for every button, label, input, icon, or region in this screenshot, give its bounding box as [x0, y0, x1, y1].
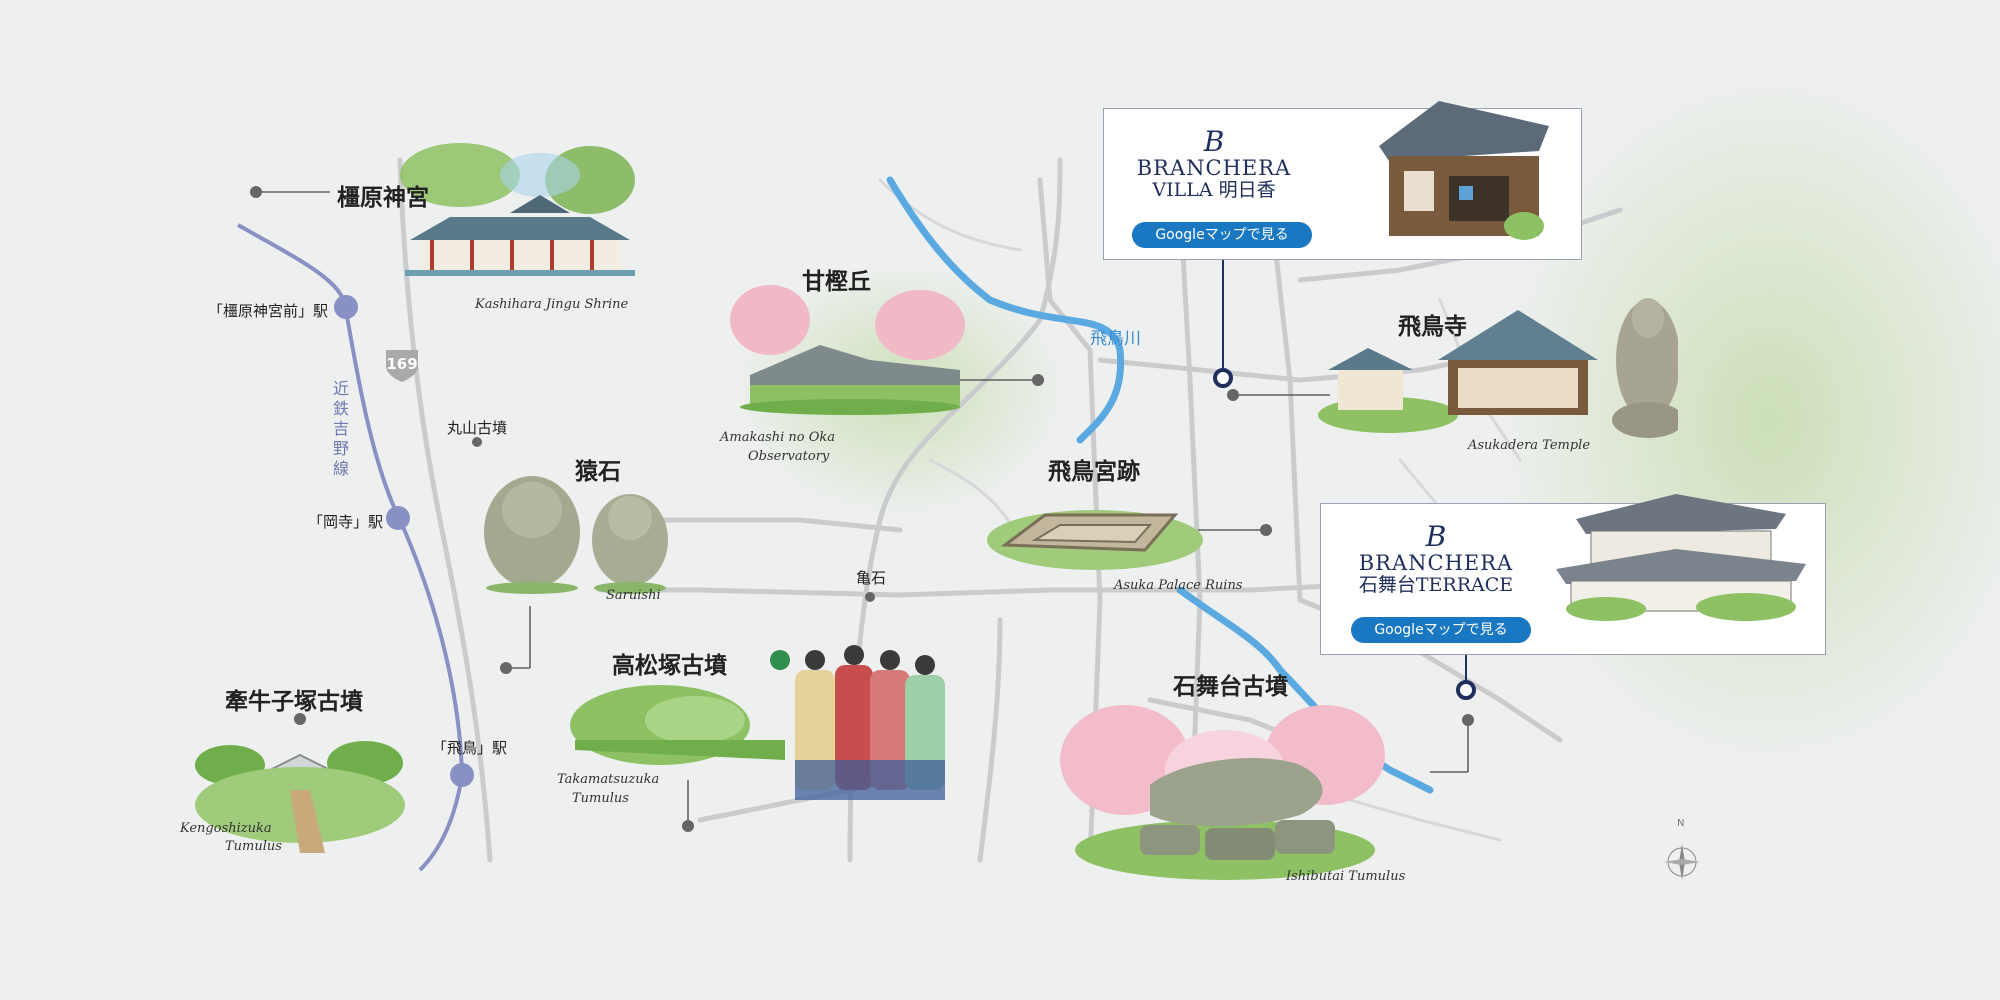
- label-asuka-palace: 飛鳥宮跡: [1048, 459, 1140, 485]
- kashihara-jingu-illustration: [400, 143, 635, 276]
- caption-kengoshizuka-1: Kengoshizuka: [180, 821, 272, 836]
- amakashi-illustration: [730, 285, 965, 415]
- label-amakashi: 甘樫丘: [802, 269, 871, 295]
- station-okadera-marker: [386, 506, 410, 530]
- villa-google-maps-button[interactable]: Googleマップで見る: [1132, 222, 1312, 248]
- caption-takamatsuzuka-1: Takamatsuzuka: [557, 772, 660, 787]
- ishibutai-illustration: [1060, 705, 1385, 880]
- label-asuka-river: 飛鳥川: [1090, 329, 1141, 349]
- hotel-card-villa: B BRANCHERA VILLA 明日香 Googleマップで見る: [1103, 101, 1582, 260]
- label-ishibutai: 石舞台古墳: [1173, 674, 1288, 700]
- caption-amakashi-2: Observatory: [748, 449, 830, 464]
- label-kashihara-jingu: 橿原神宮: [337, 185, 429, 211]
- caption-ishibutai: Ishibutai Tumulus: [1286, 869, 1406, 884]
- hotel-villa-marker: [1213, 368, 1233, 388]
- label-kengoshizuka: 牽牛子塚古墳: [225, 689, 363, 715]
- compass-rose: [1664, 844, 1700, 880]
- label-kintetsu-line: 近鉄吉野線: [330, 380, 349, 480]
- label-saruishi: 猿石: [575, 459, 621, 485]
- asuka-river: [886, 176, 1434, 794]
- caption-asuka-palace: Asuka Palace Ruins: [1114, 578, 1243, 593]
- kengoshizuka-illustration: [195, 741, 405, 853]
- takamatsuzuka-illustration: [570, 645, 945, 800]
- asukadera-illustration: [1318, 298, 1678, 438]
- caption-amakashi-1: Amakashi no Oka: [720, 430, 836, 445]
- caption-saruishi: Saruishi: [606, 588, 661, 603]
- label-kameishi: 亀石: [856, 569, 887, 587]
- caption-kashihara-jingu: Kashihara Jingu Shrine: [475, 297, 629, 312]
- label-station-asuka: 「飛鳥」駅: [432, 739, 508, 757]
- branchera-terrace-logo: B BRANCHERA 石舞台TERRACE: [1358, 520, 1514, 597]
- terrace-house-illustration: [1556, 494, 1806, 621]
- hotel-card-terrace: B BRANCHERA 石舞台TERRACE Googleマップで見る: [1320, 494, 1826, 655]
- asuka-palace-illustration: [987, 510, 1203, 570]
- hotel-terrace-marker: [1456, 680, 1476, 700]
- villa-house-illustration: [1379, 101, 1549, 240]
- station-kashiharajingumae-marker: [334, 295, 358, 319]
- label-station-okadera: 「岡寺」駅: [308, 513, 384, 531]
- label-asukadera: 飛鳥寺: [1398, 314, 1467, 340]
- station-asuka-marker: [450, 763, 474, 787]
- label-takamatsuzuka: 高松塚古墳: [612, 653, 727, 679]
- caption-takamatsuzuka-2: Tumulus: [572, 791, 629, 806]
- hotel-connectors: [1222, 258, 1467, 682]
- terrace-google-maps-button[interactable]: Googleマップで見る: [1351, 617, 1531, 643]
- leader-lines: [256, 191, 1469, 826]
- landmark-dots: [250, 186, 1474, 832]
- label-maruyama-kofun: 丸山古墳: [447, 419, 508, 437]
- label-station-kashiharajingumae: 「橿原神宮前」駅: [208, 302, 329, 320]
- caption-kengoshizuka-2: Tumulus: [225, 839, 282, 854]
- branchera-villa-logo: B BRANCHERA VILLA 明日香: [1136, 125, 1292, 202]
- compass-north-letter: N: [1677, 818, 1685, 829]
- caption-asukadera: Asukadera Temple: [1468, 438, 1591, 453]
- route-169-badge: 169: [382, 344, 422, 384]
- saruishi-illustration: [484, 476, 668, 594]
